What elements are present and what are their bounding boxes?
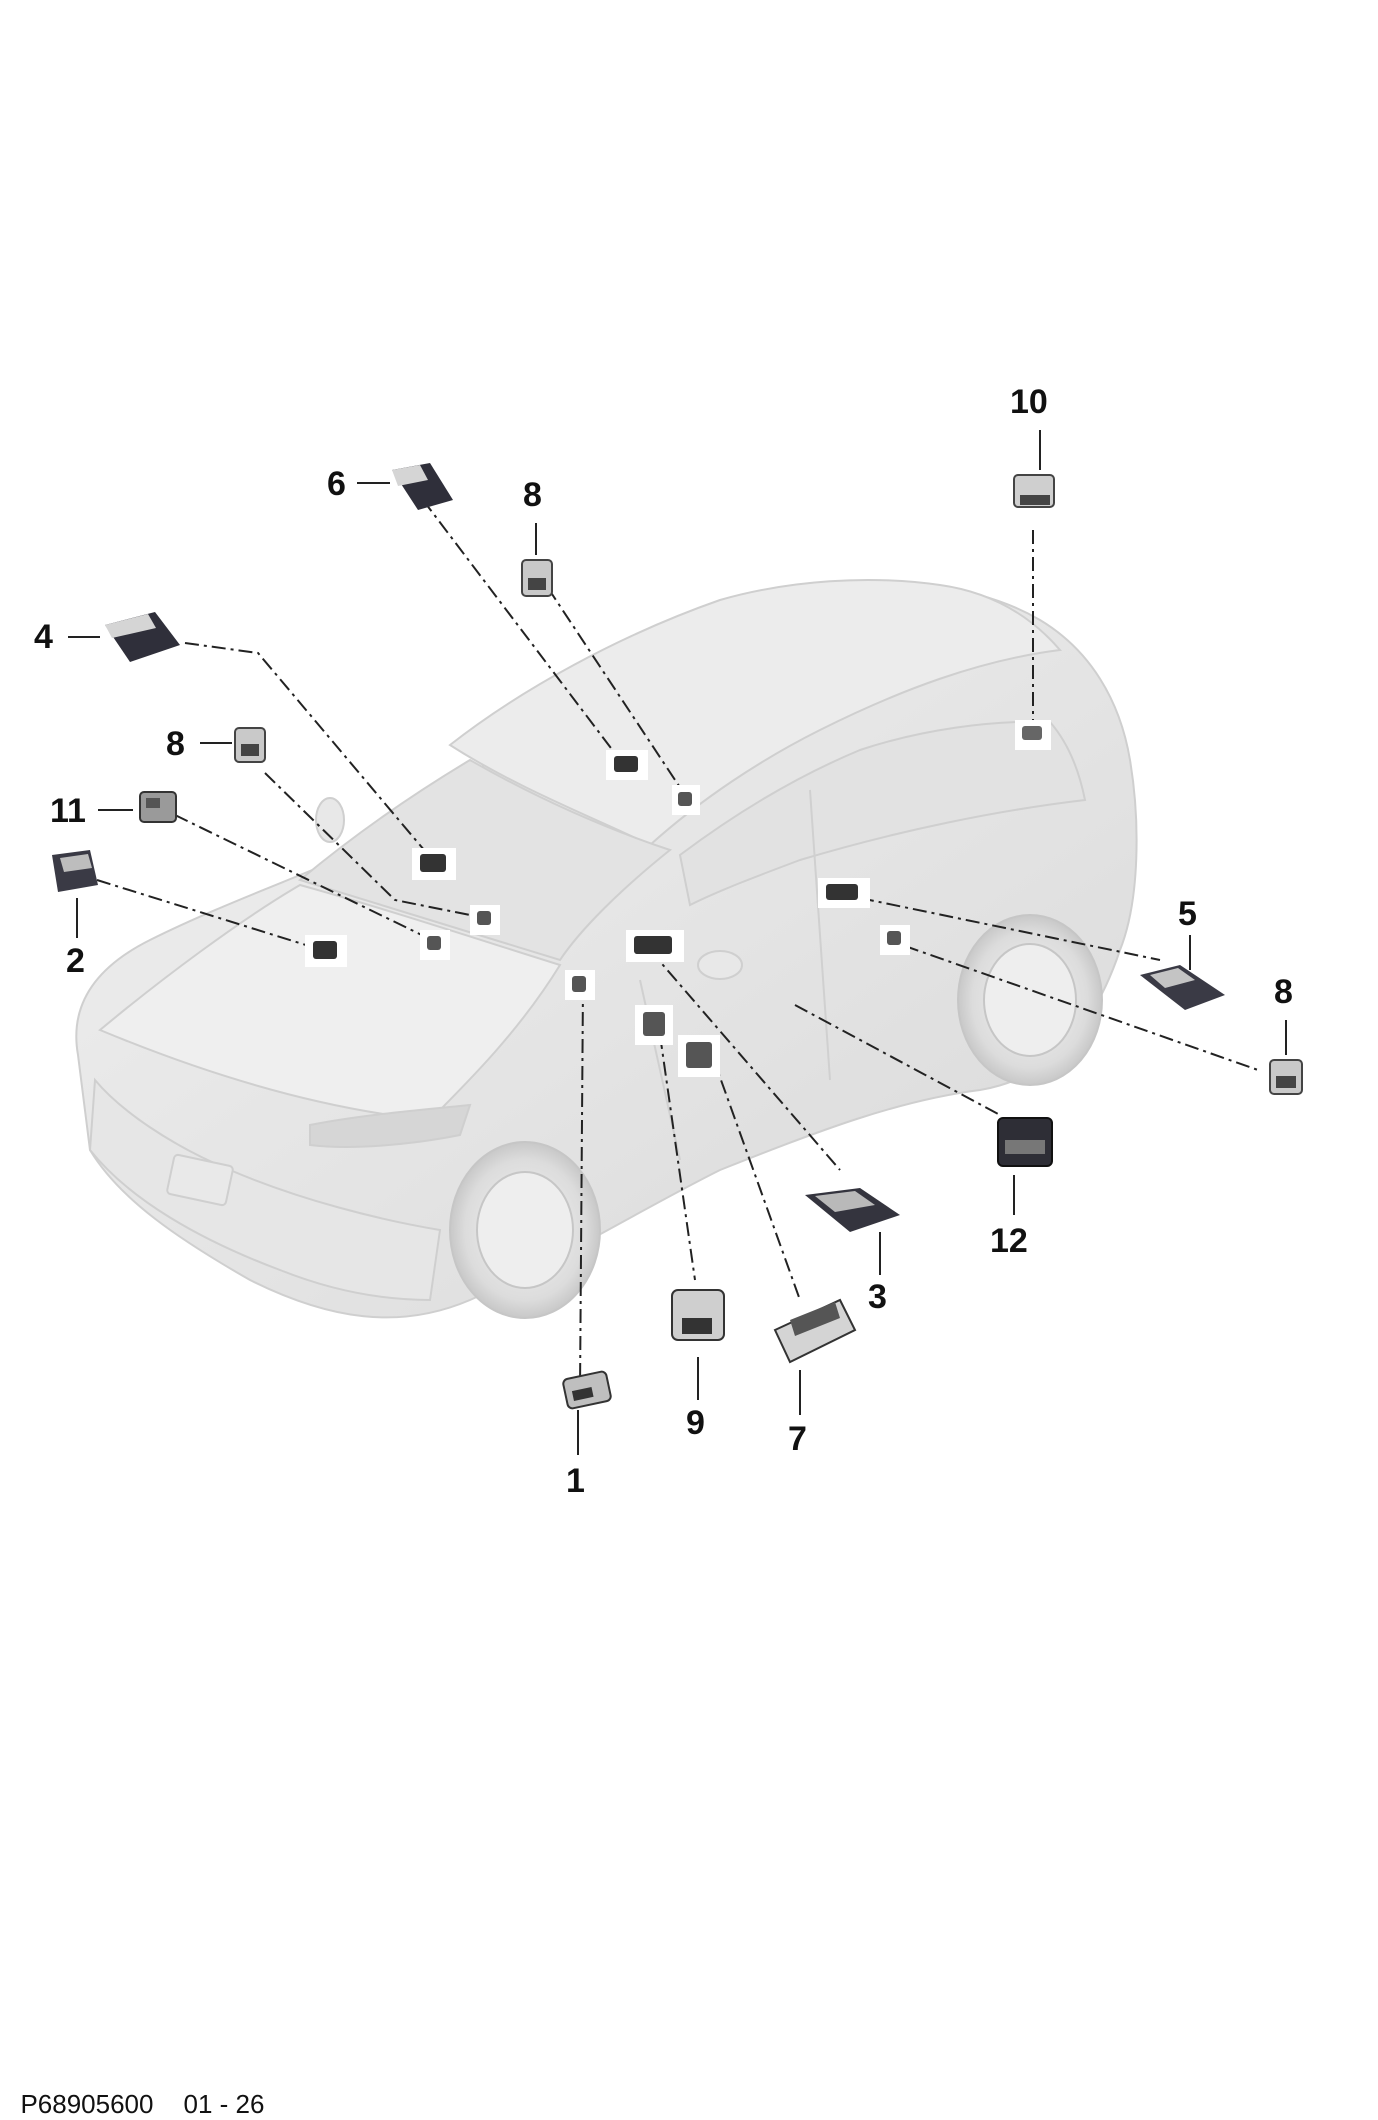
- vehicle-outline: [75, 579, 1138, 1319]
- mount-marker: [606, 750, 648, 780]
- mount-marker: [565, 970, 595, 1000]
- callout-number: 7: [788, 1420, 807, 1458]
- part-3-control-unit: [805, 1188, 900, 1232]
- mount-marker: [626, 930, 684, 962]
- leader-line: [96, 879, 323, 951]
- callout-number: 1: [566, 1462, 585, 1500]
- part-11-module: [139, 791, 177, 823]
- leader-line: [579, 984, 584, 1391]
- mount-marker: [420, 930, 450, 960]
- leader-line: [264, 772, 481, 918]
- door-seam-rear: [809, 789, 831, 1081]
- leader-line: [184, 642, 431, 858]
- mount-marker: [678, 1035, 720, 1077]
- wheels: [449, 914, 1103, 1319]
- mount-marker: [880, 925, 910, 955]
- callout-number: 8: [523, 476, 542, 514]
- leader-line: [859, 897, 1161, 961]
- mounting-locations: [305, 720, 1051, 1077]
- parts: [52, 463, 1303, 1410]
- side-windows: [678, 720, 1087, 907]
- callout-number: 8: [166, 725, 185, 763]
- part-8-sensor-right: [1269, 1059, 1303, 1095]
- part-5-control-unit: [1140, 965, 1225, 1010]
- part-10-module: [1013, 474, 1055, 508]
- part-1-sensor: [562, 1370, 612, 1410]
- part-8-sensor-left: [234, 727, 266, 763]
- rear-wheel-rim: [983, 943, 1077, 1057]
- callout-number: 2: [66, 942, 85, 980]
- license-plate: [166, 1153, 234, 1207]
- part-8-sensor-top: [521, 559, 553, 597]
- leader-lines: [68, 430, 1287, 1455]
- leader-line: [174, 814, 433, 941]
- callout-number: 10: [1010, 383, 1048, 421]
- headlight: [309, 1103, 472, 1148]
- part-4-control-unit: [105, 612, 180, 662]
- windshield: [297, 758, 673, 962]
- part-12-control-unit: [997, 1117, 1053, 1167]
- callout-number: 6: [327, 465, 346, 503]
- callout-labels: 6 8 4 8 11 2 10 5 8 12 3 9 7 1: [34, 383, 1293, 1500]
- part-7-switch-panel: [773, 1298, 857, 1364]
- leader-line: [649, 949, 841, 1171]
- page-number: 01 - 26: [183, 2089, 265, 2119]
- front-wheel-rim: [476, 1171, 574, 1289]
- mount-marker: [635, 1005, 673, 1045]
- footer: P68905600 01 - 26: [6, 2058, 294, 2120]
- callout-number: 4: [34, 618, 53, 656]
- leader-line: [904, 945, 1259, 1071]
- leader-line: [711, 1054, 801, 1301]
- callout-number: 8: [1274, 973, 1293, 1011]
- part-2-module: [52, 850, 98, 892]
- side-mirror: [697, 950, 743, 980]
- mount-marker: [818, 878, 870, 908]
- leader-line: [422, 499, 621, 761]
- mount-marker: [672, 785, 700, 815]
- front-bumper: [88, 1077, 442, 1302]
- callout-number: 3: [868, 1278, 887, 1316]
- callout-number: 12: [990, 1222, 1028, 1260]
- callout-number: 5: [1178, 895, 1197, 933]
- part-6-control-unit: [392, 463, 453, 510]
- part-9-module: [671, 1289, 725, 1341]
- callout-number: 11: [50, 792, 86, 830]
- mount-marker: [305, 935, 347, 967]
- callout-number: 9: [686, 1404, 705, 1442]
- mount-marker: [412, 848, 456, 880]
- mount-marker: [470, 905, 500, 935]
- mount-marker: [1015, 720, 1051, 750]
- drawing-number: P68905600: [20, 2089, 154, 2119]
- leader-line: [794, 1004, 1001, 1116]
